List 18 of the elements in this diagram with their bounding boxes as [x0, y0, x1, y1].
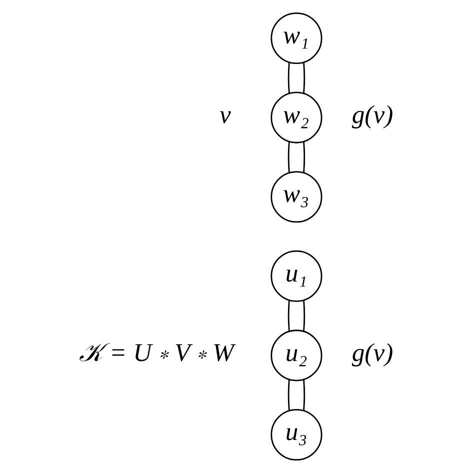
node-circle: w₃: [270, 171, 322, 223]
connector: [303, 142, 306, 173]
connector: [288, 142, 290, 173]
node-circle: w₂: [270, 92, 322, 144]
node-label: g(v): [352, 100, 394, 129]
connector: [288, 380, 290, 411]
connector: [303, 300, 306, 332]
connector: [288, 62, 290, 94]
label: 𝒦 = U ∗ V ∗ W: [78, 338, 234, 367]
connector: [303, 380, 306, 411]
node-circle: u₁: [270, 250, 322, 302]
node-circle: u₃: [270, 408, 322, 460]
node-label: v: [220, 100, 231, 129]
node-circle: w₁: [270, 12, 322, 64]
connector: [303, 62, 306, 94]
node-label: g(v): [352, 338, 394, 367]
connector: [288, 300, 290, 332]
node-circle: u₂: [270, 330, 322, 382]
